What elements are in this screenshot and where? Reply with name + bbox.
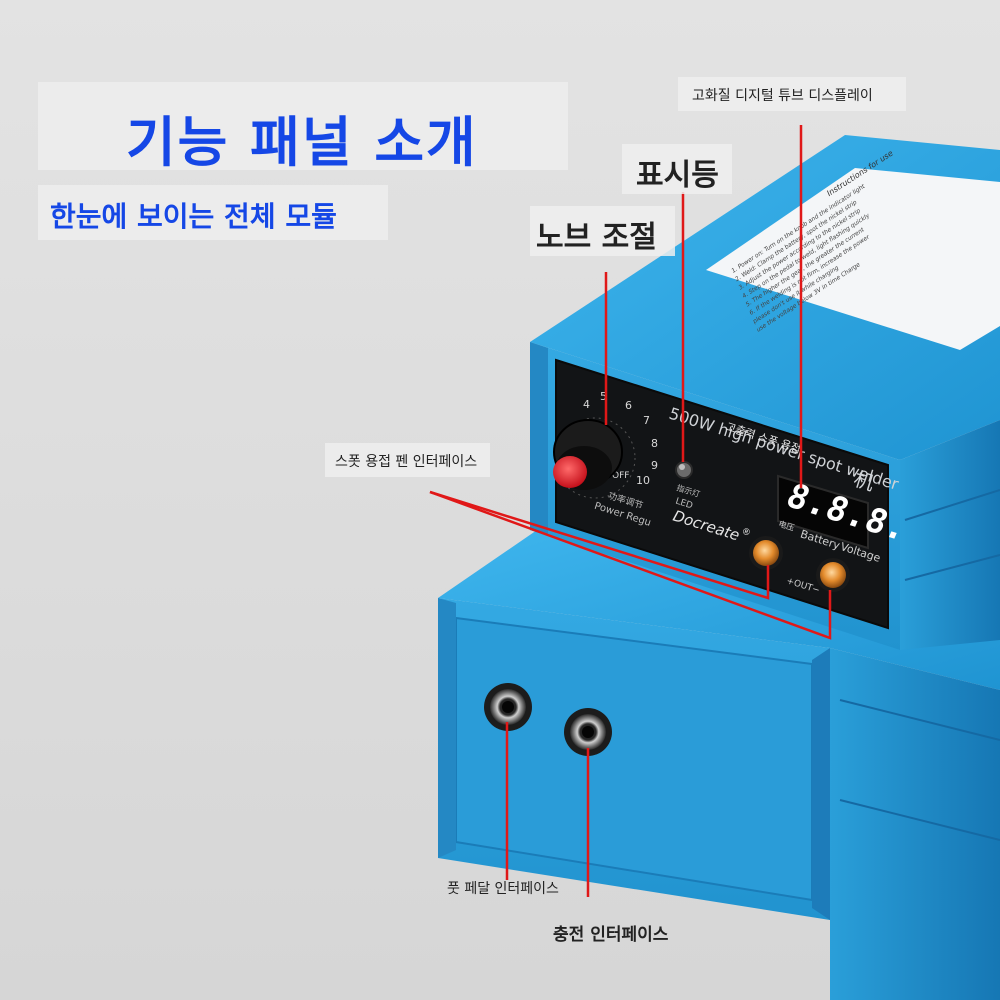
callout-foot-pedal: 풋 페달 인터페이스 — [447, 881, 559, 897]
svg-text:4: 4 — [583, 398, 590, 411]
page-title: 기능 패널 소개 — [126, 111, 478, 174]
callout-knob: 노브 조절 — [536, 220, 657, 255]
svg-text:5: 5 — [600, 390, 607, 403]
svg-text:6: 6 — [625, 399, 632, 412]
callout-display: 고화질 디지털 튜브 디스플레이 — [692, 88, 873, 104]
callout-knob-box: 노브 조절 — [530, 206, 675, 256]
pointer-lines — [429, 125, 832, 897]
page-subtitle: 한눈에 보이는 전체 모듈 — [50, 200, 337, 233]
callout-indicator-box: 표시등 — [622, 144, 732, 194]
svg-text:OFF: OFF — [612, 471, 629, 481]
battery-cn-label: 电压 — [777, 518, 795, 532]
svg-text:®: ® — [740, 527, 752, 539]
svg-text:7: 7 — [643, 414, 650, 427]
callout-display-box: 고화질 디지털 튜브 디스플레이 — [678, 77, 906, 111]
digital-display — [777, 474, 869, 550]
svg-text:9: 9 — [651, 459, 658, 472]
dial-scale: 4 5 6 7 8 9 10 OFF — [583, 390, 658, 487]
knob-cap-icon — [553, 456, 587, 488]
svg-text:8: 8 — [651, 437, 658, 450]
upper-module: Instructions for use 1. Power on: Turn o… — [530, 135, 1000, 650]
indicator-led-icon — [675, 461, 693, 479]
callout-spot-pen: 스폿 용접 펜 인터페이스 — [335, 454, 478, 470]
title-banner: 기능 패널 소개 — [38, 82, 568, 174]
power-knob[interactable] — [553, 417, 636, 499]
instructions-sticker — [706, 168, 1000, 350]
svg-text:10: 10 — [636, 474, 650, 487]
callout-spot-pen-box: 스폿 용접 펜 인터페이스 — [325, 443, 490, 477]
callout-indicator: 표시등 — [636, 158, 719, 193]
callout-charging: 충전 인터페이스 — [553, 925, 669, 945]
subtitle-banner: 한눈에 보이는 전체 모듈 — [38, 185, 388, 240]
